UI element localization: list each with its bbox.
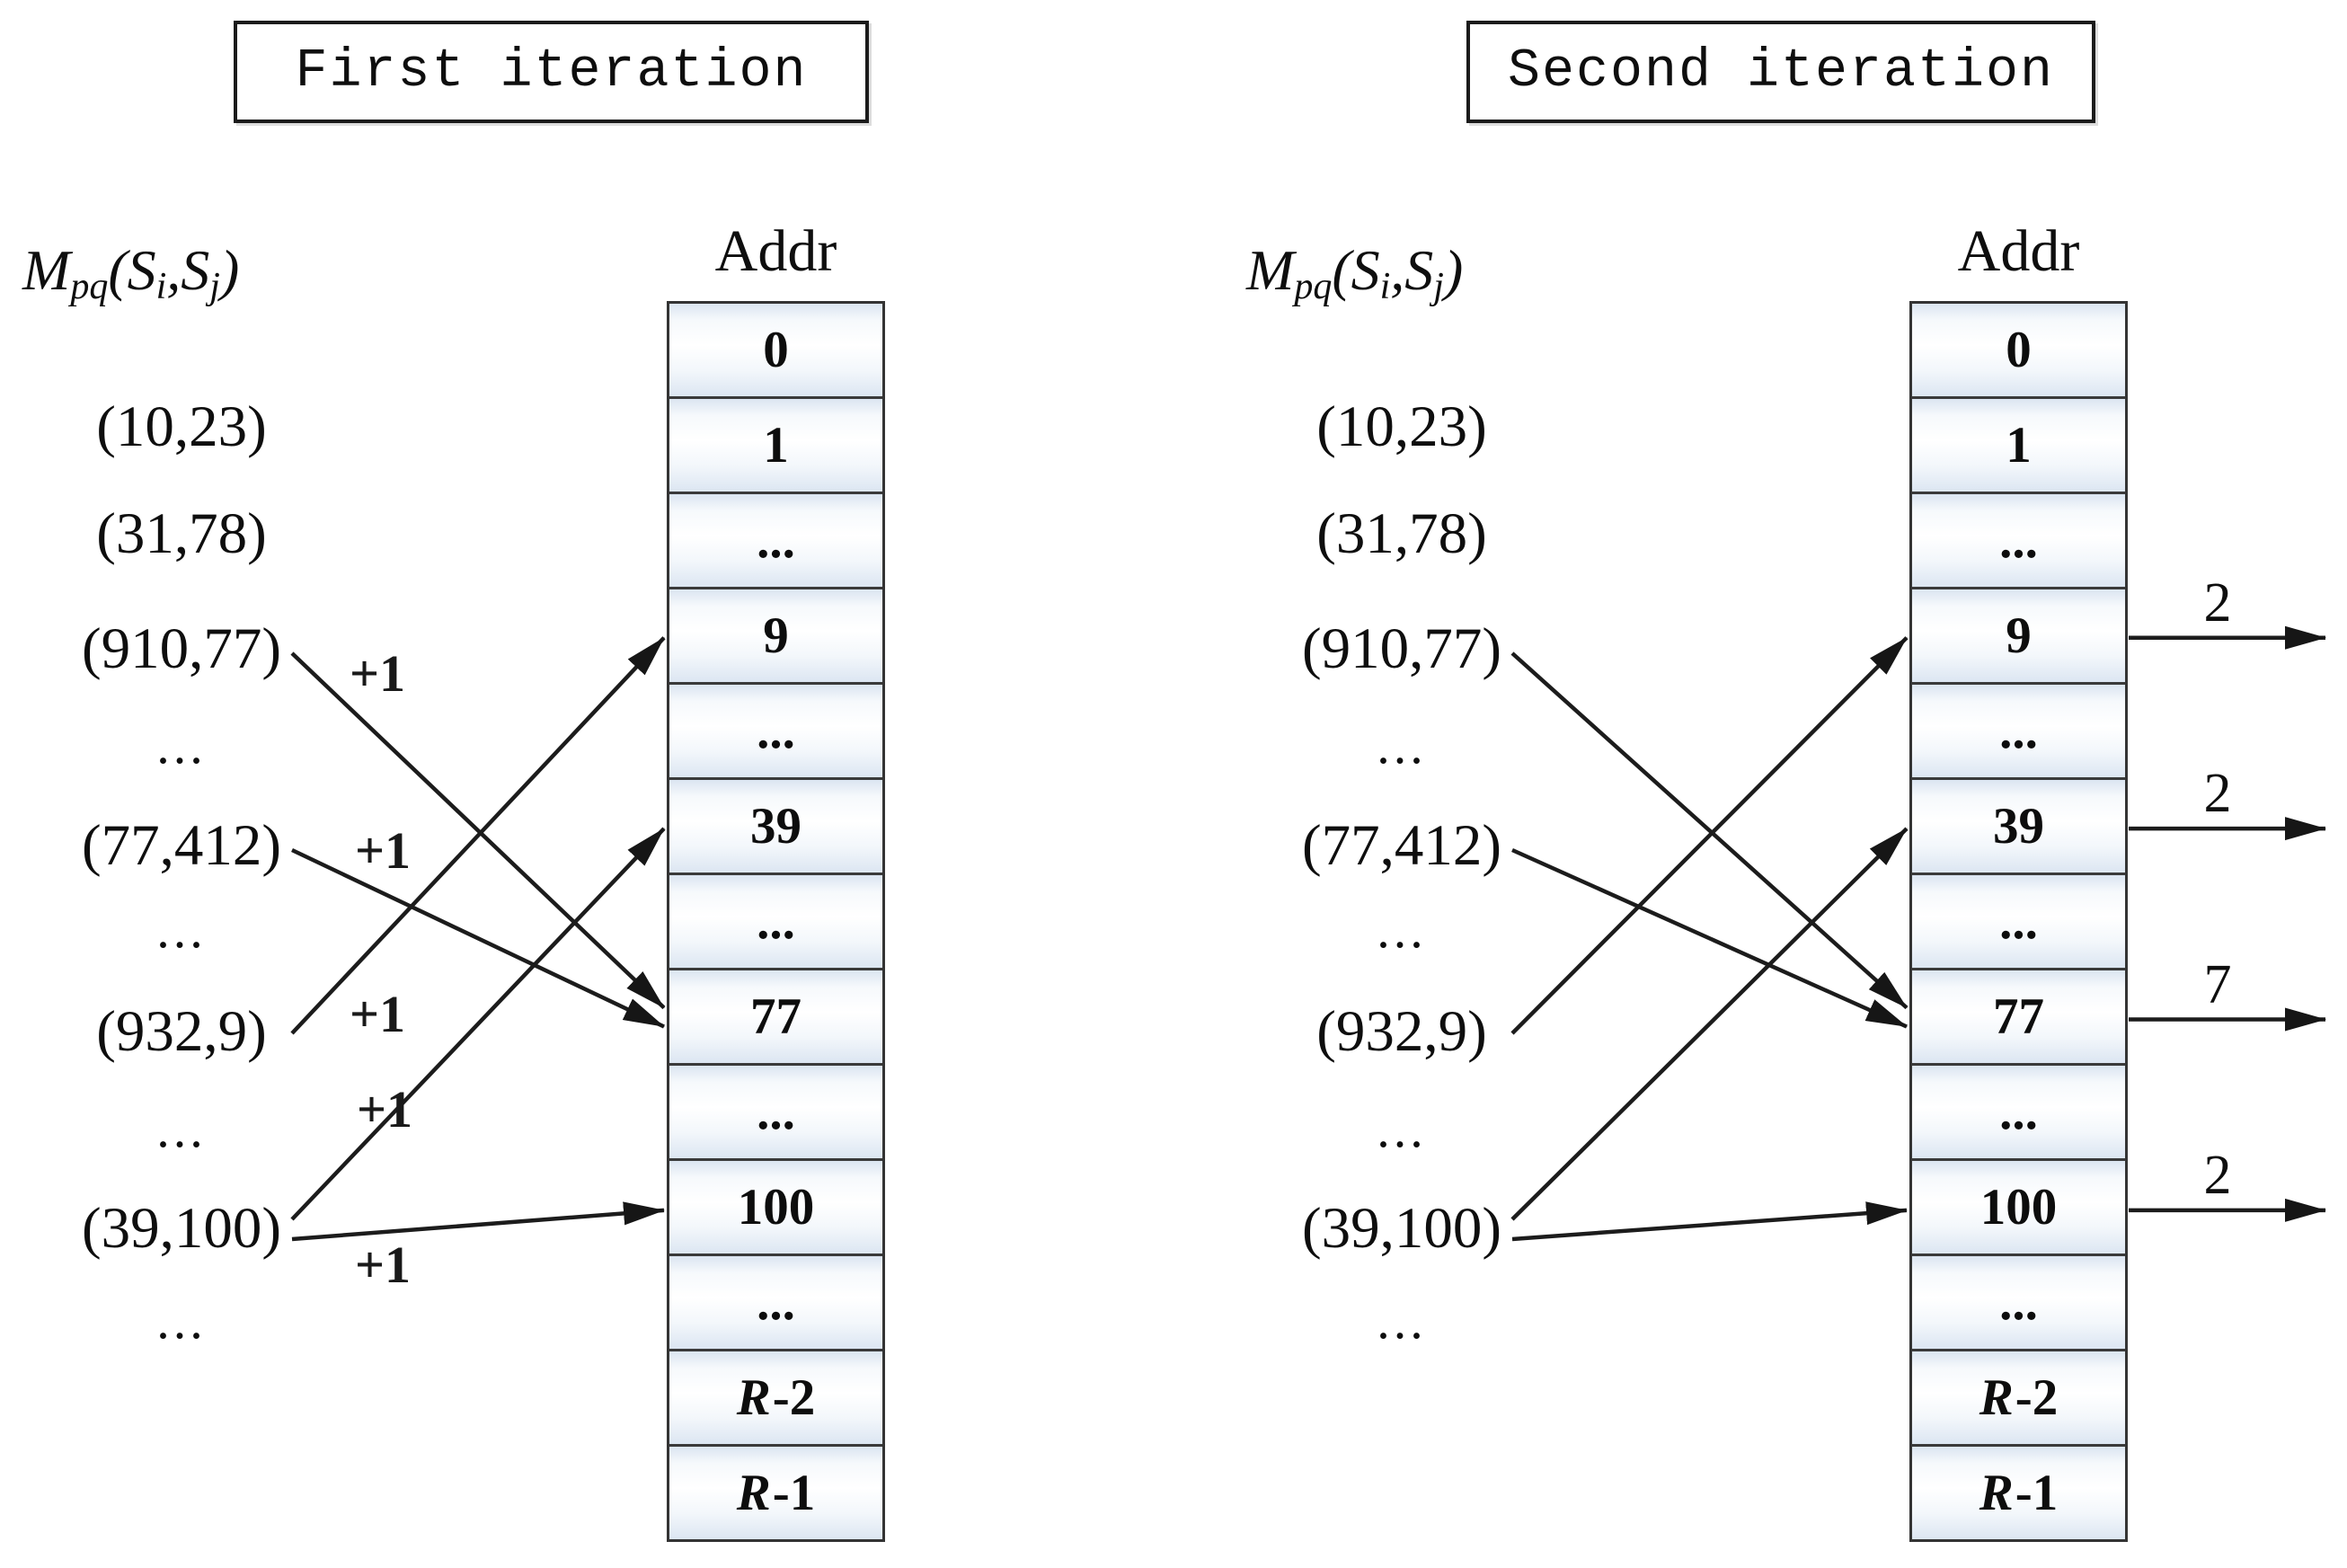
- matrix-label-part-comma: ,: [1390, 238, 1405, 302]
- addr-cell: 0: [1912, 304, 2125, 396]
- pair-item: (39,100): [81, 1196, 282, 1261]
- matrix-label-part-s2: S: [181, 238, 210, 302]
- pair-item: (932,9): [96, 999, 267, 1064]
- mapping-arrow: [291, 847, 665, 1029]
- addr-cell: R-2: [669, 1349, 882, 1444]
- mapping-arrow: [1511, 1201, 1908, 1242]
- addr-cell: 100: [1912, 1158, 2125, 1254]
- addr-cell: 39: [1912, 777, 2125, 873]
- pair-item: (77,412): [81, 813, 282, 878]
- matrix-label-part-s1: S: [1351, 238, 1380, 302]
- pair-item: (31,78): [96, 501, 267, 566]
- mapping-arrow: [290, 636, 666, 1035]
- count-label: 7: [2203, 953, 2232, 1015]
- pair-item: (10,23): [1316, 394, 1487, 459]
- increment-label: +1: [356, 1080, 413, 1138]
- addr-cell: 1: [669, 396, 882, 492]
- mapping-arrow: [1510, 636, 1909, 1035]
- matrix-label-part-comma: ,: [166, 238, 182, 302]
- addr-label: Addr: [714, 218, 837, 284]
- increment-label: +1: [349, 985, 406, 1043]
- increment-label: +1: [349, 644, 406, 703]
- addr-cell: ...: [1912, 1063, 2125, 1158]
- increment-label: +1: [354, 821, 412, 880]
- addr-cell: 9: [669, 587, 882, 682]
- matrix-label-part-s1: S: [127, 238, 156, 302]
- panel-title: Second iteration: [1466, 21, 2095, 123]
- matrix-label-part-m: M: [1246, 238, 1295, 302]
- pair-ellipsis: ...: [1377, 1100, 1427, 1158]
- addr-cell: R-1: [1912, 1444, 2125, 1539]
- mapping-arrow: [290, 651, 666, 1010]
- pair-item: (932,9): [1316, 999, 1487, 1064]
- addr-cell: R-1: [669, 1444, 882, 1539]
- pair-item: (39,100): [1301, 1196, 1502, 1261]
- matrix-label-part-m: M: [22, 238, 71, 302]
- addr-cell: R-2: [1912, 1349, 2125, 1444]
- mapping-arrow: [290, 827, 666, 1221]
- addr-cell: ...: [669, 492, 882, 587]
- pair-item: (31,78): [1316, 501, 1487, 566]
- addr-cell: ...: [1912, 1254, 2125, 1349]
- addr-cell: ...: [1912, 873, 2125, 968]
- panel-title: First iteration: [234, 21, 869, 123]
- addr-cell: 100: [669, 1158, 882, 1254]
- pair-ellipsis: ...: [156, 1100, 207, 1158]
- increment-label: +1: [354, 1236, 412, 1294]
- addr-cell: 1: [1912, 396, 2125, 492]
- addr-cell: ...: [669, 1254, 882, 1349]
- addr-cell: 77: [1912, 968, 2125, 1063]
- matrix-label-part-s2: S: [1404, 238, 1434, 302]
- matrix-label-part-paren_close: ): [1443, 238, 1464, 302]
- addr-cell: ...: [1912, 682, 2125, 777]
- addr-cell: 9: [1912, 587, 2125, 682]
- addr-cell: ...: [669, 873, 882, 968]
- addr-cell: ...: [1912, 492, 2125, 587]
- addr-label: Addr: [1957, 218, 2080, 284]
- count-label: 2: [2203, 763, 2232, 825]
- matrix-label-part-paren_open: (: [108, 238, 128, 302]
- pair-ellipsis: ...: [1377, 1291, 1427, 1350]
- addr-cell: 0: [669, 304, 882, 396]
- pair-ellipsis: ...: [156, 900, 207, 959]
- addr-cell: ...: [669, 682, 882, 777]
- pair-ellipsis: ...: [156, 1291, 207, 1350]
- pair-ellipsis: ...: [156, 716, 207, 775]
- addr-cell: 39: [669, 777, 882, 873]
- matrix-label-part-paren_open: (: [1332, 238, 1351, 302]
- count-label: 2: [2203, 1144, 2232, 1206]
- addr-cell: ...: [669, 1063, 882, 1158]
- pair-item: (77,412): [1301, 813, 1502, 878]
- pair-ellipsis: ...: [1377, 716, 1427, 775]
- pair-ellipsis: ...: [1377, 900, 1427, 959]
- pair-item: (10,23): [96, 394, 267, 459]
- mapping-arrow: [291, 1201, 665, 1242]
- matrix-label-part-paren_close: ): [219, 238, 240, 302]
- pair-item: (910,77): [1301, 616, 1502, 681]
- mapping-arrow: [1510, 651, 1909, 1010]
- count-label: 2: [2203, 571, 2232, 633]
- mapping-arrow: [1511, 847, 1908, 1029]
- addr-cell: 77: [669, 968, 882, 1063]
- mapping-arrow: [1510, 827, 1909, 1221]
- pair-item: (910,77): [81, 616, 282, 681]
